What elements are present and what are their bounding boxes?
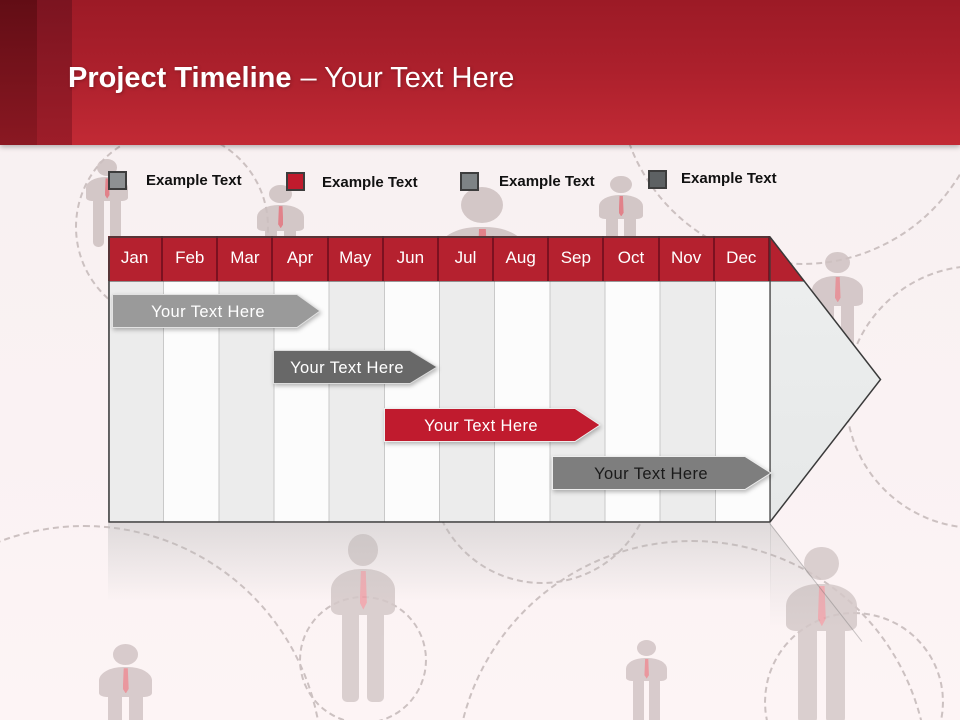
legend-swatch [648,170,667,189]
legend-label: Example Text [146,172,242,189]
month-cell-aug: Aug [494,236,550,281]
page-title-bold: Project Timeline [68,62,292,94]
bar-label: Your Text Here [594,465,708,483]
month-cell-jul: Jul [439,236,495,281]
header-accent-band [37,0,72,145]
bar-label: Your Text Here [424,417,538,435]
person-silhouette [786,547,857,720]
month-cell-nov: Nov [660,236,715,281]
month-cell-oct: Oct [604,236,660,281]
month-cell-dec: Dec [715,236,770,281]
legend-swatch [108,171,127,190]
table-reflection [108,523,771,615]
legend-label: Example Text [681,170,777,187]
month-cell-sep: Sep [549,236,605,281]
bar-label: Your Text Here [151,303,265,321]
month-cell-mar: Mar [218,236,274,281]
page-title-subtitle: – Your Text Here [300,62,515,94]
person-silhouette [86,159,128,247]
month-cell-feb: Feb [163,236,219,281]
person-silhouette [99,644,152,720]
month-cell-jun: Jun [384,236,439,281]
legend-label: Example Text [322,174,418,191]
page-title: Project Timeline– Your Text Here [68,62,514,95]
month-cell-apr: Apr [273,236,329,281]
bar-label: Your Text Here [290,359,404,377]
timeline-bar-2: Your Text Here [273,350,438,384]
slide-header: Project Timeline– Your Text Here [0,0,960,145]
legend-swatch [460,172,479,191]
person-silhouette [626,640,667,720]
timeline-bar-1: Your Text Here [112,294,321,328]
timeline-bar-3: Your Text Here [384,408,601,442]
timeline-bar-4: Your Text Here [552,456,772,490]
month-cell-jan: Jan [108,236,164,281]
legend-label: Example Text [499,173,595,190]
month-cell-may: May [329,236,384,281]
person-silhouette [331,534,395,702]
month-header-row: Jan Feb Mar Apr May Jun Jul Aug Sep Oct … [108,236,853,281]
legend-swatch [286,172,305,191]
header-accent-band [0,0,37,145]
